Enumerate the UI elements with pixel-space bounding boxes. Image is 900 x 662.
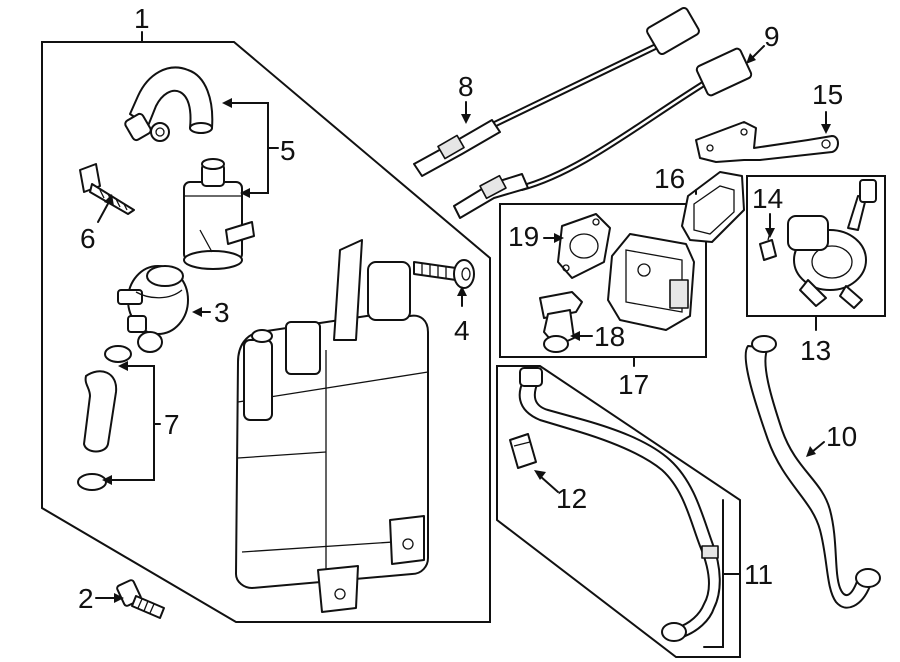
sensor-part-8: [413, 6, 700, 177]
cover-part-16: [681, 171, 745, 243]
sensor-part-14: [759, 231, 777, 261]
callout-17: 17: [618, 369, 649, 400]
callout-5: 5: [280, 135, 296, 166]
egr-valve-part-17: [607, 233, 695, 331]
filter-part-5: [183, 158, 255, 270]
valve-part-3: [117, 265, 189, 353]
gasket-part-19: [557, 213, 611, 279]
group-boundary-1: [41, 41, 491, 623]
pump-part-13: [787, 179, 877, 309]
pipe-part-11: [518, 367, 721, 642]
callout-7: 7: [164, 409, 180, 440]
callout-3: 3: [214, 297, 230, 328]
connector-part-12: [509, 433, 537, 469]
bolt-part-2: [116, 579, 165, 619]
callout-2: 2: [78, 583, 94, 614]
callout-14: 14: [752, 183, 783, 214]
hose-part-10: [744, 335, 881, 609]
hose-part-5: [124, 66, 214, 142]
bolt-part-4: [413, 259, 475, 289]
callout-12: 12: [556, 483, 587, 514]
sensor-part-9: [453, 47, 753, 219]
bracket-part-15: [695, 121, 839, 163]
group-boundary-17: [499, 203, 707, 358]
callout-4: 4: [454, 315, 470, 346]
pipe-part-18: [539, 291, 583, 353]
callout-13: 13: [800, 335, 831, 366]
callout-1: 1: [134, 3, 150, 34]
callout-labels: 1 2 3 4 5 6 7 8 9 10 11 12 13 14 15 16 1…: [78, 3, 857, 614]
callout-19: 19: [508, 221, 539, 252]
hose-part-7: [77, 345, 132, 491]
callout-11: 11: [744, 559, 773, 590]
group-boundary-11: [496, 365, 741, 658]
callout-10: 10: [826, 421, 857, 452]
callout-15: 15: [812, 79, 843, 110]
callout-16: 16: [654, 163, 685, 194]
callout-18: 18: [594, 321, 625, 352]
callout-9: 9: [764, 21, 780, 52]
callout-6: 6: [80, 223, 96, 254]
leader-arrowheads: [102, 53, 831, 603]
callout-8: 8: [458, 71, 474, 102]
canister-part-1: [235, 239, 429, 613]
